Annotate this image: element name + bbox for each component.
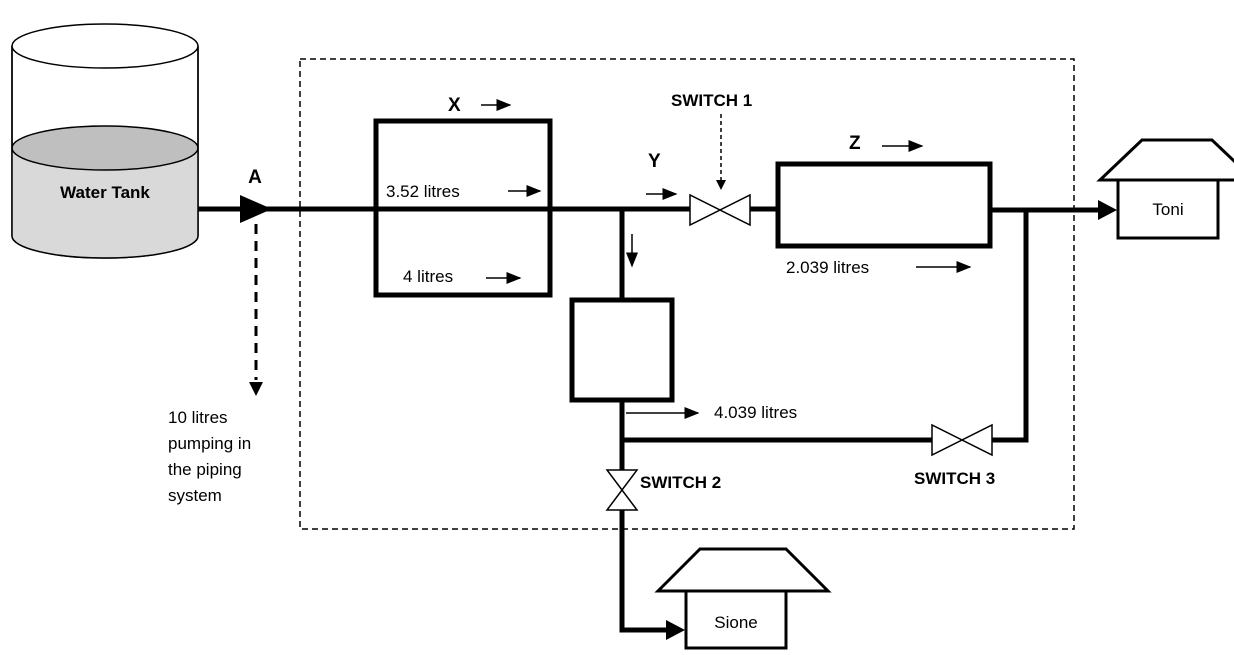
arrow-to-sione [666, 620, 685, 640]
box-lower [569, 297, 675, 403]
arrow-to-toni [1098, 200, 1117, 220]
flow-x-bottom: 4 litres [403, 267, 453, 286]
flow-x-top: 3.52 litres [386, 182, 460, 201]
label-x: X [448, 95, 461, 116]
switch-1-label: SWITCH 1 [671, 91, 752, 110]
switch-3-label: SWITCH 3 [914, 469, 995, 488]
water-tank: Water Tank [11, 23, 199, 259]
pump-note: 10 litres pumping in the piping system [168, 408, 256, 505]
switch-3-valve[interactable] [931, 423, 993, 457]
pipe-right-vertical [990, 210, 1029, 443]
label-y: Y [648, 151, 661, 172]
switch-2-valve[interactable] [605, 469, 639, 511]
house-toni-label: Toni [1152, 200, 1183, 219]
house-sione-label: Sione [714, 613, 757, 632]
house-toni: Toni [1096, 138, 1234, 240]
box-x [373, 118, 553, 298]
tank-label: Water Tank [60, 183, 150, 202]
switch-1-valve[interactable] [689, 193, 751, 227]
switch-2-label: SWITCH 2 [640, 473, 721, 492]
flow-lower: 4.039 litres [714, 403, 797, 422]
pipe-to-sione [619, 510, 668, 633]
box-z [775, 161, 993, 249]
pump-note-arrowhead [249, 382, 263, 396]
switch-1-pointer-head [716, 180, 726, 190]
label-z: Z [849, 133, 861, 154]
system-boundary [299, 58, 1075, 530]
house-sione: Sione [654, 547, 832, 650]
inlet-arrow-a [240, 195, 272, 223]
flow-z: 2.039 litres [786, 258, 869, 277]
label-point-a: A [248, 167, 262, 188]
